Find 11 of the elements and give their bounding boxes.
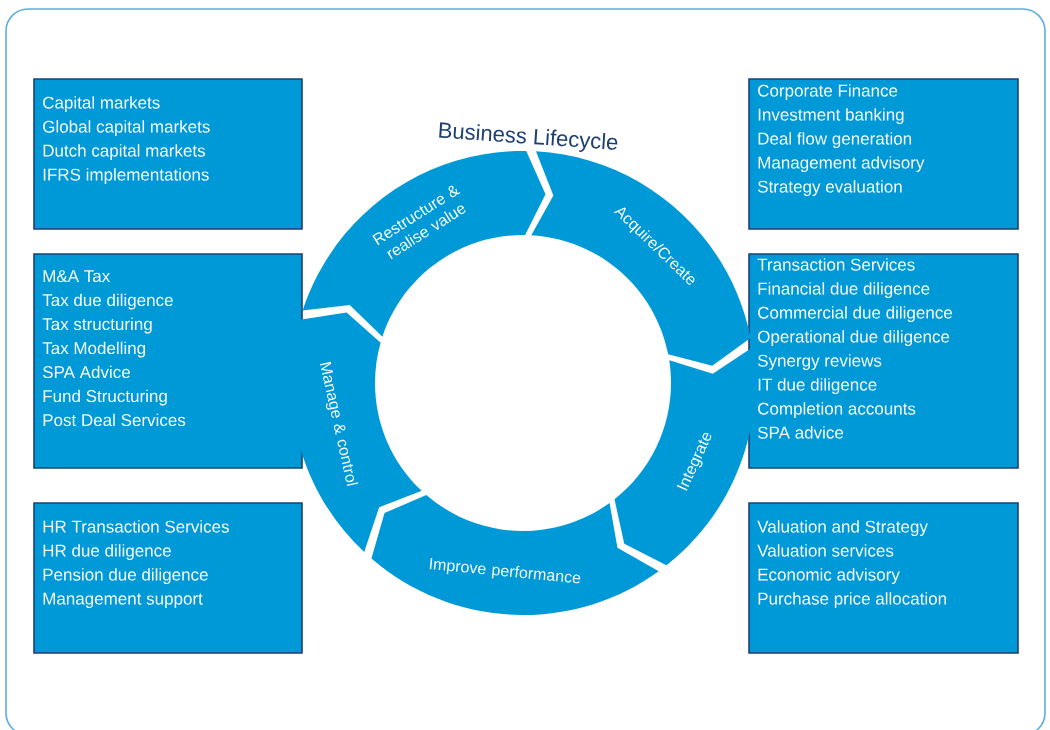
arrow-segment: Improve performance — [371, 495, 659, 615]
arrow-segment: Manage & control — [291, 312, 422, 553]
service-box: M&A Tax Tax due diligence Tax structuring Tax Modelling SPA Advice Fund Structuring Post Deal Services — [33, 253, 303, 469]
service-box: Capital markets Global capital markets Dutch capital markets IFRS implementations — [33, 78, 303, 230]
diagram-title: Business Lifecycle — [439, 122, 618, 152]
service-box: HR Transaction Services HR due diligence Pension due diligence Management support — [33, 502, 303, 654]
service-box: Valuation and Strategy Valuation services Economic advisory Purchase price allocation — [748, 502, 1019, 654]
service-box: Corporate Finance Investment banking Deal flow generation Management advisory Strategy evaluation — [748, 78, 1019, 230]
node-label: Improve performance — [429, 558, 581, 584]
node-label: Manage & control — [319, 361, 359, 486]
service-box: Transaction Services Financial due diligence Commercial due diligence Operational due diligence Synergy reviews IT due diligence Completion accounts SPA advice — [748, 253, 1019, 469]
